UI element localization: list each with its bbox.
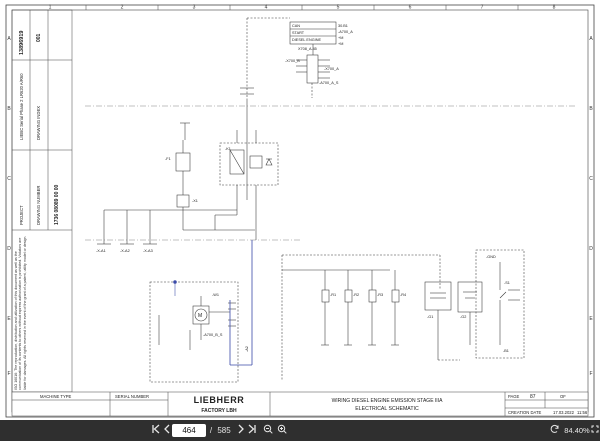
relay-pin-4: +M [338,42,343,46]
label-r4: -R4 [400,293,406,297]
label-b1: -B1 [503,349,509,353]
label-gnd: -GND [486,255,496,259]
doc-code: 13896919 [19,31,25,55]
title-line-2: ELECTRICAL SCHEMATIC [355,406,419,412]
sheet-frame [5,4,595,418]
label-xa3: -X-A3 [143,249,153,253]
page-total: 585 [217,426,231,435]
label-r2: -R2 [353,293,359,297]
relay-pin-2: -A700_A [338,30,353,34]
page-number-input[interactable]: 464 [172,424,206,437]
brand-sub: FACTORY LBH [201,408,237,414]
relay-row-start: START [292,31,305,35]
page-label: PAGE [508,394,520,399]
label-w1: -W1 [212,293,219,297]
motor-label: M [198,313,202,319]
label-bus: -A2 [245,346,249,352]
creation-date-label: CREATION DATE [508,410,542,415]
grid-right-d: D [589,246,593,252]
zoom-in-icon[interactable] [276,424,288,437]
prev-page-icon[interactable] [162,424,172,437]
drawing-index-label: DRAWING INDEX [36,106,41,140]
label-xa1: -X-A1 [96,249,106,253]
machine-type-label: MACHINE TYPE [40,394,72,399]
page-current: 464 [182,426,196,435]
zoom-level[interactable]: 84.40% [564,426,590,435]
drawing-number-label: DRAWING NUMBER [36,186,41,225]
label-k1: -K1 [225,147,231,151]
relay-pin-3: +M [338,36,343,40]
label-x1: -X1 [192,199,198,203]
grid-right-a: A [589,36,593,42]
grid-top-1: 1 [49,5,52,11]
label-r1: -R1 [330,293,336,297]
drawing-number: 1736 08089 00 00 [54,184,60,225]
label-s1: -S1 [504,281,510,285]
grid-left-f: F [7,371,10,377]
viewer-toolbar: 464 / 585 84.40% [0,420,600,441]
schematic-drawing: 1 2 3 4 5 6 7 8 1 2 3 4 5 6 7 8 A B C D … [5,4,595,418]
inner-frame [11,9,589,413]
grid-top-3: 3 [193,5,196,11]
label-xa2: -X-A2 [120,249,130,253]
label-x700-b: -X700_B [285,59,300,63]
grid-right-b: B [589,106,593,112]
relay-row-can: CAN [292,24,300,28]
grid-top-7: 7 [481,5,484,11]
next-page-icon[interactable] [236,424,246,437]
brand-logo: LIEBHERR [194,395,245,405]
relay-pin-1: 30.B1 [338,24,348,28]
iso-note: ISO 16016: The reproduction, distributio… [14,235,27,390]
grid-right-e: E [589,316,593,322]
grid-left-d: D [7,246,11,252]
creation-time: 11:56 [577,410,588,415]
label-x700-s: -A700_A_S [319,81,339,85]
grid-top-6: 6 [409,5,412,11]
label-g1: -G1 [427,315,433,319]
zoom-out-icon[interactable] [262,424,274,437]
serial-number-label: SERIAL NUMBER [115,394,149,399]
grid-top-4: 4 [265,5,268,11]
grid-right-f: F [589,371,592,377]
of-label: OF [560,394,566,399]
label-g2: -G2 [460,315,466,319]
rotate-icon[interactable] [548,424,562,437]
item-code: LIEBC Serial Phase 2 LR620 A/R60 [19,73,24,140]
label-tb-fwd: X708_A.45 [298,47,317,51]
grid-top-8: 8 [553,5,556,11]
label-f1: -F1 [165,157,171,161]
label-engine-pin: -A700_B_S [203,333,223,337]
last-page-icon[interactable] [246,424,258,437]
grid-top-2: 2 [121,5,124,11]
grid-left-c: C [7,176,11,182]
doc-rev: 001 [36,33,42,42]
creation-date: 17.03.2022 [553,410,575,415]
fullscreen-icon[interactable] [590,424,600,437]
grid-left-a: A [7,36,11,42]
grid-top-5: 5 [337,5,340,11]
project-label: PROJECT [19,205,24,225]
relay-row-diesel: DIESEL ENGINE [292,38,321,42]
first-page-icon[interactable] [150,424,162,437]
page-sep: / [209,426,213,435]
grid-right-c: C [589,176,593,182]
grid-left-e: E [7,316,11,322]
label-x700-a: -X700_A [324,67,339,71]
grid-left-b: B [7,106,11,112]
label-r3: -R3 [377,293,383,297]
page-value: 87 [530,394,536,400]
schematic-sheet: 1 2 3 4 5 6 7 8 1 2 3 4 5 6 7 8 A B C D … [0,0,600,420]
title-line-1: WIRING DIESEL ENGINE EMISSION STAGE IIIA [332,398,444,404]
